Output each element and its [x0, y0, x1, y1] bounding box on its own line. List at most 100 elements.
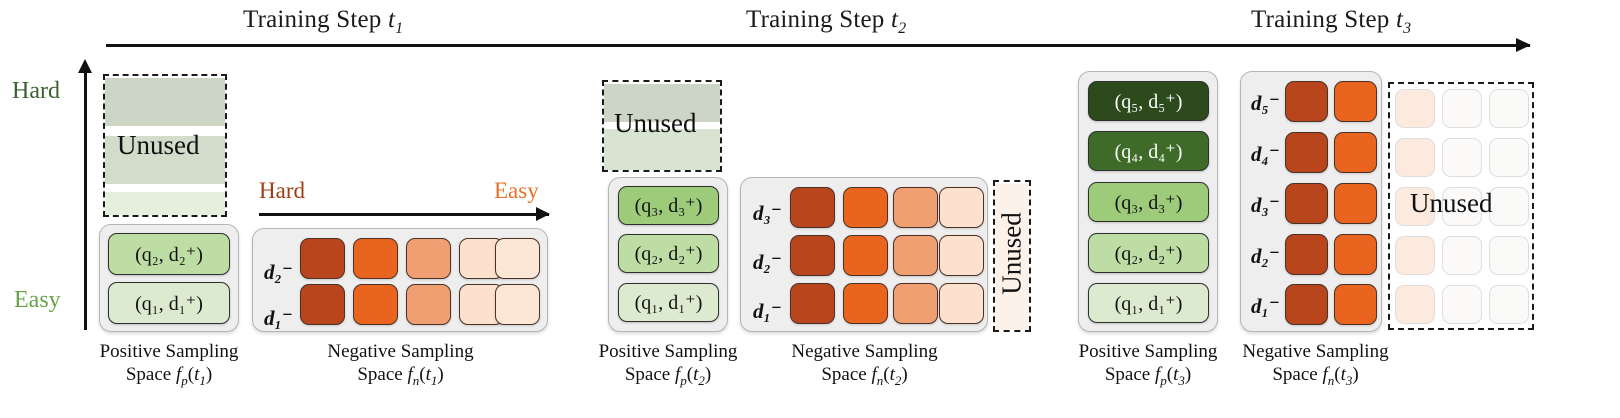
timeline-arrow-icon — [106, 38, 1531, 52]
negative-row-label-d1: d₁⁻ — [753, 299, 782, 323]
negative-row-label-d1: d₁⁻ — [264, 306, 293, 330]
negative-cell-ghost — [1489, 138, 1529, 177]
axis-label-easy-negatives: Easy — [494, 178, 539, 203]
negative-cell[interactable] — [300, 284, 345, 325]
negative-cell-ghost — [1489, 236, 1529, 275]
negative-cell[interactable] — [1334, 81, 1377, 122]
unused-band — [604, 84, 720, 122]
negative-cell[interactable] — [1334, 132, 1377, 173]
negative-cell[interactable] — [939, 283, 984, 324]
negative-cell[interactable] — [790, 187, 835, 228]
positive-sampling-panel-t3[interactable]: (q₅, d₅⁺) (q₄, d₄⁺) (q₃, d₃⁺) (q₂, d₂⁺) … — [1078, 71, 1218, 332]
negative-sampling-panel-t3[interactable]: d₅⁻ d₄⁻ d₃⁻ d₂⁻ d₁⁻ — [1240, 71, 1382, 332]
unused-label-positive-t2: Unused — [614, 108, 697, 138]
caption-line1: Negative Sampling — [1242, 341, 1389, 362]
negative-cell[interactable] — [495, 284, 540, 325]
negative-cell[interactable] — [843, 283, 888, 324]
caption-positive-t3: Positive Sampling Space fp(t3) — [1078, 341, 1218, 388]
negative-cell[interactable] — [939, 187, 984, 228]
caption-negative-t3: Negative Sampling Space fn(t3) — [1242, 341, 1389, 388]
unused-label-negative-t2: Unused — [996, 212, 1027, 295]
axis-label-hard: Hard — [12, 78, 60, 104]
negative-row-label-d5: d₅⁻ — [1251, 91, 1280, 115]
caption-negative-t2: Negative Sampling Space fn(t2) — [791, 341, 938, 388]
negative-sampling-panel-t2[interactable]: d₃⁻ d₂⁻ d₁⁻ — [740, 177, 988, 332]
caption-positive-t2: Positive Sampling Space fp(t2) — [598, 341, 738, 388]
negative-cell-ghost — [1395, 89, 1435, 128]
caption-negative-t1: Negative Sampling Space fn(t1) — [327, 341, 474, 388]
axis-label-hard-negatives: Hard — [259, 178, 305, 203]
negative-cell-ghost — [1395, 285, 1435, 324]
negative-cell[interactable] — [843, 187, 888, 228]
negative-cell[interactable] — [1285, 81, 1328, 122]
unused-label-negative-t3: Unused — [1410, 188, 1493, 218]
positive-sampling-panel-t2[interactable]: (q₃, d₃⁺) (q₂, d₂⁺) (q₁, d₁⁺) — [608, 177, 728, 332]
negative-cell[interactable] — [1334, 284, 1377, 325]
difficulty-axis-horizontal-icon — [259, 207, 550, 221]
caption-line1: Negative Sampling — [791, 341, 938, 362]
negative-cell-ghost — [1442, 138, 1482, 177]
step-title-t2: Training Step t2 — [746, 6, 907, 37]
negative-cell[interactable] — [893, 187, 938, 228]
negative-cell[interactable] — [495, 238, 540, 279]
negative-cell[interactable] — [1285, 284, 1328, 325]
unused-region-positive-t1 — [103, 74, 227, 217]
positive-item-q1[interactable]: (q₁, d₁⁺) — [1088, 283, 1209, 323]
negative-cell[interactable] — [843, 235, 888, 276]
negative-sampling-panel-t1[interactable]: d₂⁻ d₁⁻ — [252, 228, 548, 332]
positive-item-q5[interactable]: (q₅, d₅⁺) — [1088, 81, 1209, 121]
negative-cell-ghost — [1489, 89, 1529, 128]
negative-cell-ghost — [1395, 187, 1435, 226]
negative-row-label-d2: d₂⁻ — [264, 260, 293, 284]
unused-band — [105, 136, 225, 184]
negative-row-label-d2: d₂⁻ — [753, 250, 782, 274]
caption-line1: Positive Sampling — [99, 341, 239, 362]
negative-cell[interactable] — [1285, 132, 1328, 173]
negative-row-label-d2: d₂⁻ — [1251, 244, 1280, 268]
negative-cell-ghost — [1442, 187, 1482, 226]
negative-cell[interactable] — [790, 283, 835, 324]
unused-band — [105, 78, 225, 126]
positive-item-q3[interactable]: (q₃, d₃⁺) — [618, 186, 719, 225]
positive-item-q1[interactable]: (q₁, d₁⁺) — [618, 283, 719, 322]
negative-cell-ghost — [1489, 285, 1529, 324]
unused-band — [995, 184, 1029, 330]
negative-row-label-d3: d₃⁻ — [753, 201, 782, 225]
negative-cell[interactable] — [300, 238, 345, 279]
negative-cell[interactable] — [893, 235, 938, 276]
step-title-t3: Training Step t3 — [1251, 6, 1412, 37]
negative-cell-ghost — [1395, 138, 1435, 177]
negative-row-label-d3: d₃⁻ — [1251, 193, 1280, 217]
positive-item-q3[interactable]: (q₃, d₃⁺) — [1088, 182, 1209, 222]
unused-band — [604, 129, 720, 170]
negative-cell-ghost — [1442, 285, 1482, 324]
positive-item-q4[interactable]: (q₄, d₄⁺) — [1088, 131, 1209, 171]
positive-sampling-panel-t1[interactable]: (q₂, d₂⁺) (q₁, d₁⁺) — [99, 224, 239, 332]
positive-item-q2[interactable]: (q₂, d₂⁺) — [618, 234, 719, 273]
negative-cell[interactable] — [353, 284, 398, 325]
negative-cell[interactable] — [1334, 183, 1377, 224]
unused-region-negative-t2 — [993, 180, 1031, 332]
negative-row-label-d4: d₄⁻ — [1251, 142, 1280, 166]
negative-cell[interactable] — [1285, 234, 1328, 275]
negative-cell[interactable] — [1334, 234, 1377, 275]
unused-band — [105, 192, 225, 215]
negative-cell-ghost — [1442, 236, 1482, 275]
difficulty-axis-vertical-icon — [78, 59, 92, 330]
negative-cell[interactable] — [406, 284, 451, 325]
positive-item-q2[interactable]: (q₂, d₂⁺) — [1088, 233, 1209, 273]
negative-cell[interactable] — [790, 235, 835, 276]
caption-positive-t1: Positive Sampling Space fp(t1) — [99, 341, 239, 388]
negative-cell-ghost — [1489, 187, 1529, 226]
positive-item-q1[interactable]: (q₁, d₁⁺) — [108, 282, 230, 324]
axis-label-easy: Easy — [14, 287, 61, 313]
positive-item-q2[interactable]: (q₂, d₂⁺) — [108, 233, 230, 275]
negative-cell[interactable] — [406, 238, 451, 279]
unused-label-positive-t1: Unused — [117, 130, 200, 160]
negative-cell[interactable] — [353, 238, 398, 279]
negative-cell[interactable] — [893, 283, 938, 324]
negative-cell[interactable] — [939, 235, 984, 276]
negative-cell[interactable] — [1285, 183, 1328, 224]
